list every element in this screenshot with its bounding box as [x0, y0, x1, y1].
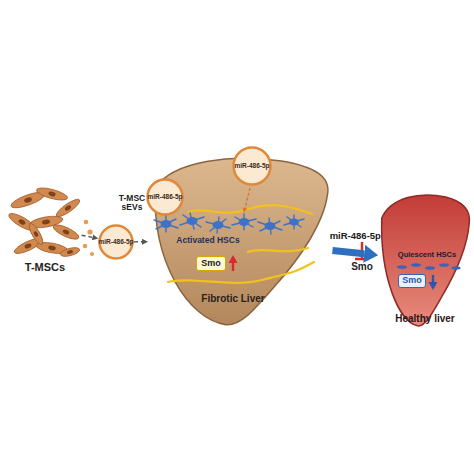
cell-process: [154, 216, 178, 232]
vesicle-dot: [90, 252, 94, 256]
activated-hsc: [213, 221, 224, 229]
mirna-label: miR-486-5p: [98, 224, 134, 260]
up-arrow-head: [229, 255, 238, 263]
liver-label: Fibrotic Liver: [196, 294, 270, 305]
cell-nucleus: [23, 196, 32, 203]
gene-label: Smo: [399, 275, 425, 287]
cell-nucleus: [67, 249, 74, 254]
healthy-liver: Healthy liver Smo: [378, 190, 472, 330]
cell-nucleus: [64, 204, 72, 211]
vesicle-circle: T-MSC sEVsmiR-486-5p: [98, 224, 134, 260]
activated-hsc: [161, 220, 172, 228]
cell-cluster: T-MSCs: [8, 182, 82, 274]
mirna-label: miR-486-5p: [232, 146, 272, 186]
cell-process: [206, 217, 230, 233]
gene-label: Smo: [197, 257, 225, 270]
cell-type-label: Quiescent HSCs: [386, 251, 468, 259]
cell-nucleus: [18, 218, 26, 225]
fibrotic-liver: Fibrotic LivermiR-486-5pmiR-486-5pSmo: [148, 152, 333, 330]
cell-process: [258, 218, 282, 234]
gene-box: Smo: [398, 274, 426, 288]
vesicle-membrane: [100, 226, 133, 259]
activated-hsc: [265, 222, 276, 230]
liver-outline: [148, 152, 333, 330]
down-arrow: [432, 275, 434, 283]
cell-nucleus: [62, 229, 70, 236]
cell-nucleus: [33, 231, 39, 238]
stem-cell: [59, 246, 80, 258]
down-arrow-head: [429, 282, 438, 290]
uptake-arrow: [245, 188, 250, 208]
cell-nucleus: [48, 245, 56, 251]
vesicle-heading: T-MSC sEVs: [112, 194, 152, 212]
activated-hsc: [289, 218, 299, 225]
collagen-fiber: [168, 262, 314, 283]
vesicle-circle: miR-486-5p: [232, 146, 272, 186]
transfer-arrow: [82, 235, 93, 237]
stem-cell: [54, 197, 82, 220]
effect-arrow: [332, 250, 364, 253]
activated-hsc: [187, 217, 198, 225]
cell-type-label: Activated HSCs: [172, 236, 244, 245]
vesicle-outline: [98, 224, 134, 260]
mirna-label: miR-486-5p: [146, 178, 184, 216]
quiescent-hsc: [425, 266, 435, 270]
transfer-arrow: [134, 241, 142, 242]
up-arrow: [232, 262, 234, 271]
stem-cell: [27, 222, 46, 247]
vesicle-outline: [146, 178, 184, 216]
cell-process: [232, 214, 256, 230]
vesicle-dot: [84, 220, 89, 225]
cell-label: T-MSCs: [4, 262, 86, 274]
stem-cell: [51, 222, 80, 242]
quiescent-hsc: [439, 263, 449, 267]
edge-label: miR-486-5p: [315, 231, 395, 241]
target-label: Smo: [346, 262, 378, 273]
liver-shape: [155, 158, 328, 324]
vesicle-outline: [232, 146, 272, 186]
quiescent-hsc: [411, 263, 421, 267]
cell-process: [284, 215, 304, 229]
collagen-fiber: [248, 248, 308, 252]
gene-box: Smo: [196, 256, 226, 271]
cell-process: [180, 213, 204, 229]
collagen-fiber: [188, 205, 312, 214]
activated-hsc: [239, 218, 250, 226]
liver-shape: [382, 195, 470, 326]
vesicle-circle: miR-486-5p: [146, 178, 184, 216]
vesicle-membrane: [148, 180, 183, 215]
vesicle-dot: [87, 229, 92, 234]
cell-nucleus: [24, 243, 32, 250]
stem-cell: [35, 186, 68, 203]
inhibition-bar: [355, 242, 369, 259]
vesicle-membrane: [234, 148, 271, 185]
vesicle-dot: [83, 244, 87, 248]
liver-outline: [378, 190, 472, 330]
quiescent-hsc: [452, 266, 461, 269]
quiescent-hsc: [397, 265, 407, 269]
liver-label: Healthy liver: [384, 314, 466, 325]
cell-nucleus: [48, 191, 56, 197]
cell-nucleus: [42, 219, 51, 225]
